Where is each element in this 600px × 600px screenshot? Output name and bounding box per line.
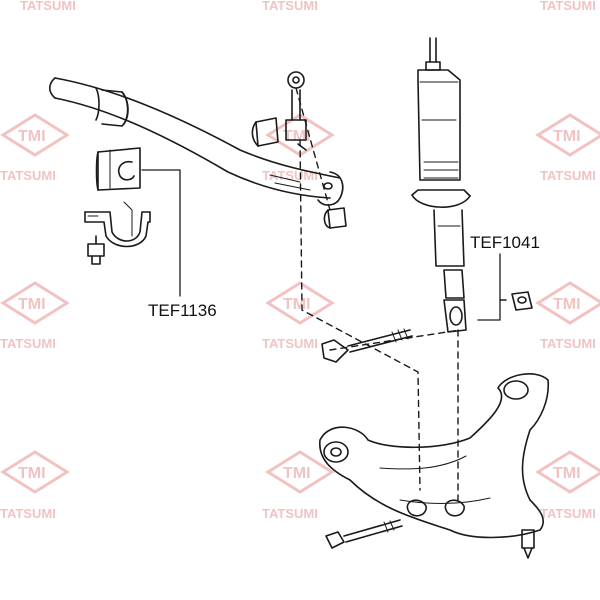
leader-lines	[141, 169, 501, 321]
svg-text:TMI: TMI	[18, 465, 46, 482]
watermark-brand: TATSUMI	[540, 0, 596, 13]
line-drawing	[48, 37, 550, 559]
stabilizer-bushing	[95, 147, 141, 191]
watermark-brand: TATSUMI	[262, 168, 318, 183]
watermark-brand: TATSUMI	[20, 0, 76, 13]
svg-text:TMI: TMI	[18, 296, 46, 313]
svg-text:TMI: TMI	[553, 296, 581, 313]
svg-text:TMI: TMI	[553, 128, 581, 145]
watermark-logo: TMI	[535, 113, 600, 157]
svg-text:TMI: TMI	[553, 465, 581, 482]
shock-nut	[511, 291, 533, 311]
link-nut	[323, 207, 347, 229]
lower-arm-bolt	[325, 519, 403, 549]
watermark-logo: TMI	[535, 450, 600, 494]
watermark-logo: TMI	[0, 450, 70, 494]
stabilizer-bar	[48, 77, 344, 206]
shock-bolt	[321, 328, 413, 363]
svg-text:TMI: TMI	[18, 128, 46, 145]
watermark-brand: TATSUMI	[0, 336, 56, 351]
watermark-brand: TATSUMI	[0, 506, 56, 521]
stabilizer-link	[251, 71, 307, 151]
svg-text:TMI: TMI	[283, 465, 311, 482]
watermark-logo: TMI	[0, 113, 70, 157]
assembly-guide-lines	[295, 87, 511, 501]
bracket-bolt	[87, 235, 105, 265]
part-number-label: TEF1136	[148, 301, 217, 320]
lower-control-arm	[319, 373, 550, 559]
watermark-brand: TATSUMI	[540, 168, 596, 183]
watermark-logo: TMI	[535, 281, 600, 325]
watermark-brand: TATSUMI	[0, 168, 56, 183]
watermark-logo: TMI	[265, 450, 335, 494]
shock-absorber	[411, 37, 471, 333]
watermark-logo: TMI	[265, 281, 335, 325]
part-number-label: TEF1041	[470, 233, 540, 252]
watermark-brand: TATSUMI	[540, 506, 596, 521]
watermark-brand: TATSUMI	[262, 336, 318, 351]
watermark-logo: TMI	[0, 281, 70, 325]
svg-text:TMI: TMI	[283, 296, 311, 313]
watermark-brand: TATSUMI	[540, 336, 596, 351]
watermark-brand: TATSUMI	[262, 506, 318, 521]
watermark-layer: TATSUMI TATSUMI TATSUMI TATSUMI TATSUMI …	[0, 0, 600, 521]
watermark-brand: TATSUMI	[262, 0, 318, 13]
bushing-bracket	[84, 201, 151, 248]
